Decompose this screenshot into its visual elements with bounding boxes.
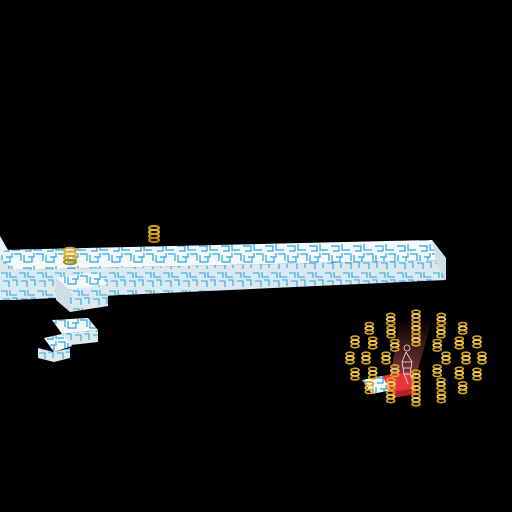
spring-coin-icon[interactable] [411,309,421,323]
spring-coin-icon[interactable] [411,333,421,347]
spring-coin-icon[interactable] [148,225,160,243]
spring-coin-icon[interactable] [381,351,391,365]
spring-coin-icon[interactable] [63,246,77,266]
spring-coin-icon[interactable] [350,367,360,381]
spring-coin-icon[interactable] [454,336,465,350]
spring-coin-icon[interactable] [367,366,378,380]
spring-coin-icon[interactable] [472,335,482,349]
spring-coin-icon[interactable] [461,351,471,365]
spring-coin-icon[interactable] [454,366,465,380]
spring-coin-icon[interactable] [385,390,396,404]
spring-coin-icon[interactable] [441,351,451,365]
spring-coin-icon[interactable] [361,351,371,365]
spring-coin-icon[interactable] [385,312,396,326]
spring-coin-icon[interactable] [364,381,375,395]
spring-coin-icon[interactable] [345,351,355,365]
spring-coin-icon[interactable] [432,364,443,378]
spring-coin-icon[interactable] [389,338,400,352]
spring-coin-icon[interactable] [364,321,375,335]
spring-coin-icon[interactable] [436,312,447,326]
spring-coin-icon[interactable] [477,351,487,365]
spring-coin-icon[interactable] [436,390,447,404]
spring-coin-icon[interactable] [386,377,396,391]
ice-bridge [0,236,446,300]
spring-coin-icon[interactable] [457,381,468,395]
spring-coin-icon[interactable] [389,364,400,378]
spring-coin-icon[interactable] [350,335,360,349]
spring-coin-icon[interactable] [436,325,446,339]
spring-coin-icon[interactable] [411,393,421,407]
spring-coin-icon[interactable] [436,377,446,391]
spring-coin-icon[interactable] [386,325,396,339]
ice-step-block [38,318,98,362]
spring-coin-icon[interactable] [457,321,468,335]
spring-coin-icon[interactable] [432,338,443,352]
spring-field [345,309,487,407]
spring-coin-icon[interactable] [472,367,482,381]
spring-coin-icon[interactable] [367,336,378,350]
ice-branch [56,272,108,312]
wireframe-character[interactable] [401,344,415,385]
